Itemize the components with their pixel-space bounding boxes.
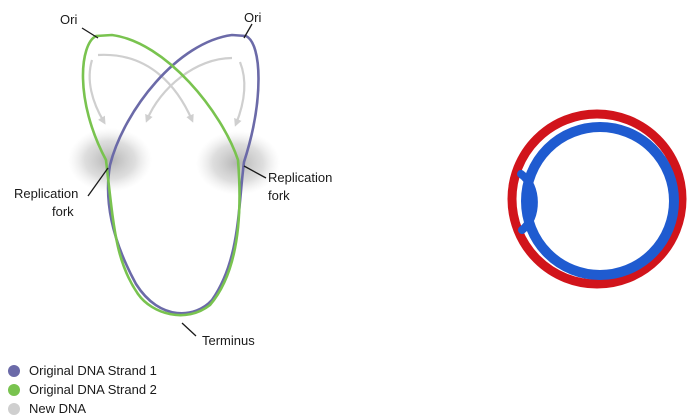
legend-swatch-strand2 (8, 383, 20, 396)
replication-bubble (517, 170, 538, 234)
ori-right-label: Ori (244, 10, 261, 25)
left-fork-shadow (68, 128, 152, 192)
strand2-path (81, 33, 241, 317)
new-dna-arc-right-2 (234, 61, 246, 127)
strand1-path (106, 33, 260, 315)
new-dna-arc-right-1 (145, 56, 233, 123)
legend-item: New DNA (8, 399, 157, 418)
legend-label: Original DNA Strand 2 (29, 382, 157, 397)
fork-right-leader (243, 165, 267, 179)
outer-ring (507, 109, 687, 289)
ori-left-label: Ori (60, 12, 77, 27)
legend-swatch-new-dna (8, 402, 20, 415)
fork-right-label-line1: Replication (268, 170, 332, 185)
legend: Original DNA Strand 1 Original DNA Stran… (8, 361, 157, 418)
new-dna-arc-left-1 (88, 59, 106, 125)
legend-label: New DNA (29, 401, 87, 416)
fork-left-label-line2: fork (52, 204, 74, 219)
inner-ring (521, 122, 679, 280)
legend-label: Original DNA Strand 1 (29, 363, 157, 378)
fork-right-label-line2: fork (268, 188, 290, 203)
fork-left-label-line1: Replication (14, 186, 78, 201)
legend-item: Original DNA Strand 1 (8, 361, 157, 380)
ori-right-leader (243, 23, 253, 39)
fork-left-leader (87, 167, 109, 197)
new-dna-arc-left-2 (97, 53, 194, 123)
ori-left-leader (81, 27, 99, 39)
legend-item: Original DNA Strand 2 (8, 380, 157, 399)
circular-chromosome (507, 109, 687, 289)
legend-swatch-strand1 (8, 364, 20, 377)
terminus-label: Terminus (202, 333, 255, 348)
terminus-leader (181, 322, 197, 337)
